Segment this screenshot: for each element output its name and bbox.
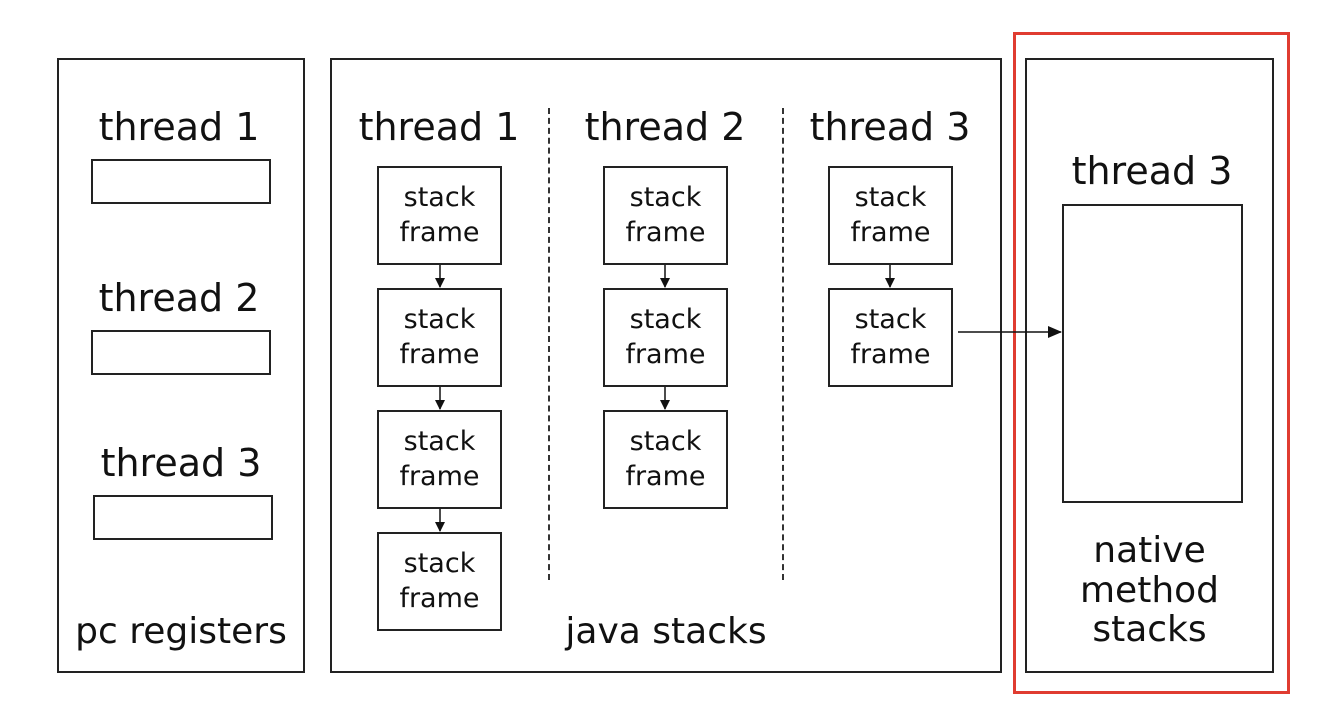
java-t2-stack-frame-3: stack frame xyxy=(603,410,728,509)
native-thread-3-label: thread 3 xyxy=(1071,149,1233,193)
pc-register-slot-2 xyxy=(91,330,271,375)
frame-text-line-2: frame xyxy=(399,582,480,614)
frame-text-line-2: frame xyxy=(625,338,706,370)
frame-text-line-1: stack xyxy=(629,425,702,457)
java-t1-stack-frame-2: stack frame xyxy=(377,288,502,387)
frame-text-line-1: stack xyxy=(854,181,927,213)
frame-text-line-2: frame xyxy=(850,338,931,370)
native-label-line-3: stacks xyxy=(1092,609,1207,651)
frame-text-line-1: stack xyxy=(403,425,476,457)
frame-text-line-2: frame xyxy=(625,216,706,248)
pc-thread-2-label: thread 2 xyxy=(98,276,260,320)
native-label-line-2: method xyxy=(1079,569,1220,611)
frame-text-line-1: stack xyxy=(403,547,476,579)
frame-text-line-2: frame xyxy=(625,460,706,492)
frame-text-line-2: frame xyxy=(399,460,480,492)
java-thread-divider-2 xyxy=(782,108,784,580)
java-t2-stack-frame-1: stack frame xyxy=(603,166,728,265)
java-stacks-label: java stacks xyxy=(565,611,767,652)
frame-text-line-2: frame xyxy=(399,216,480,248)
frame-text-line-2: frame xyxy=(399,338,480,370)
native-label-line-1: native xyxy=(1093,530,1206,571)
frame-text-line-1: stack xyxy=(629,303,702,335)
java-t1-stack-frame-4: stack frame xyxy=(377,532,502,631)
pc-thread-1-label: thread 1 xyxy=(98,105,260,149)
frame-text-line-2: frame xyxy=(850,216,931,248)
native-method-stacks-label: native method stacks xyxy=(1025,531,1274,650)
frame-text-line-1: stack xyxy=(629,181,702,213)
pc-register-slot-3 xyxy=(93,495,273,540)
java-t3-stack-frame-2: stack frame xyxy=(828,288,953,387)
pc-thread-3-label: thread 3 xyxy=(100,441,262,485)
frame-text-line-1: stack xyxy=(403,181,476,213)
native-stack-area xyxy=(1062,204,1243,503)
frame-text-line-1: stack xyxy=(403,303,476,335)
java-thread-2-label: thread 2 xyxy=(584,105,746,149)
java-thread-divider-1 xyxy=(548,108,550,580)
java-t1-stack-frame-3: stack frame xyxy=(377,410,502,509)
native-stack-highlight xyxy=(1013,32,1290,694)
java-t3-stack-frame-1: stack frame xyxy=(828,166,953,265)
java-thread-3-label: thread 3 xyxy=(809,105,971,149)
pc-register-slot-1 xyxy=(91,159,271,204)
pc-registers-label: pc registers xyxy=(75,611,287,652)
frame-text-line-1: stack xyxy=(854,303,927,335)
java-thread-1-label: thread 1 xyxy=(358,105,520,149)
java-t2-stack-frame-2: stack frame xyxy=(603,288,728,387)
java-t1-stack-frame-1: stack frame xyxy=(377,166,502,265)
